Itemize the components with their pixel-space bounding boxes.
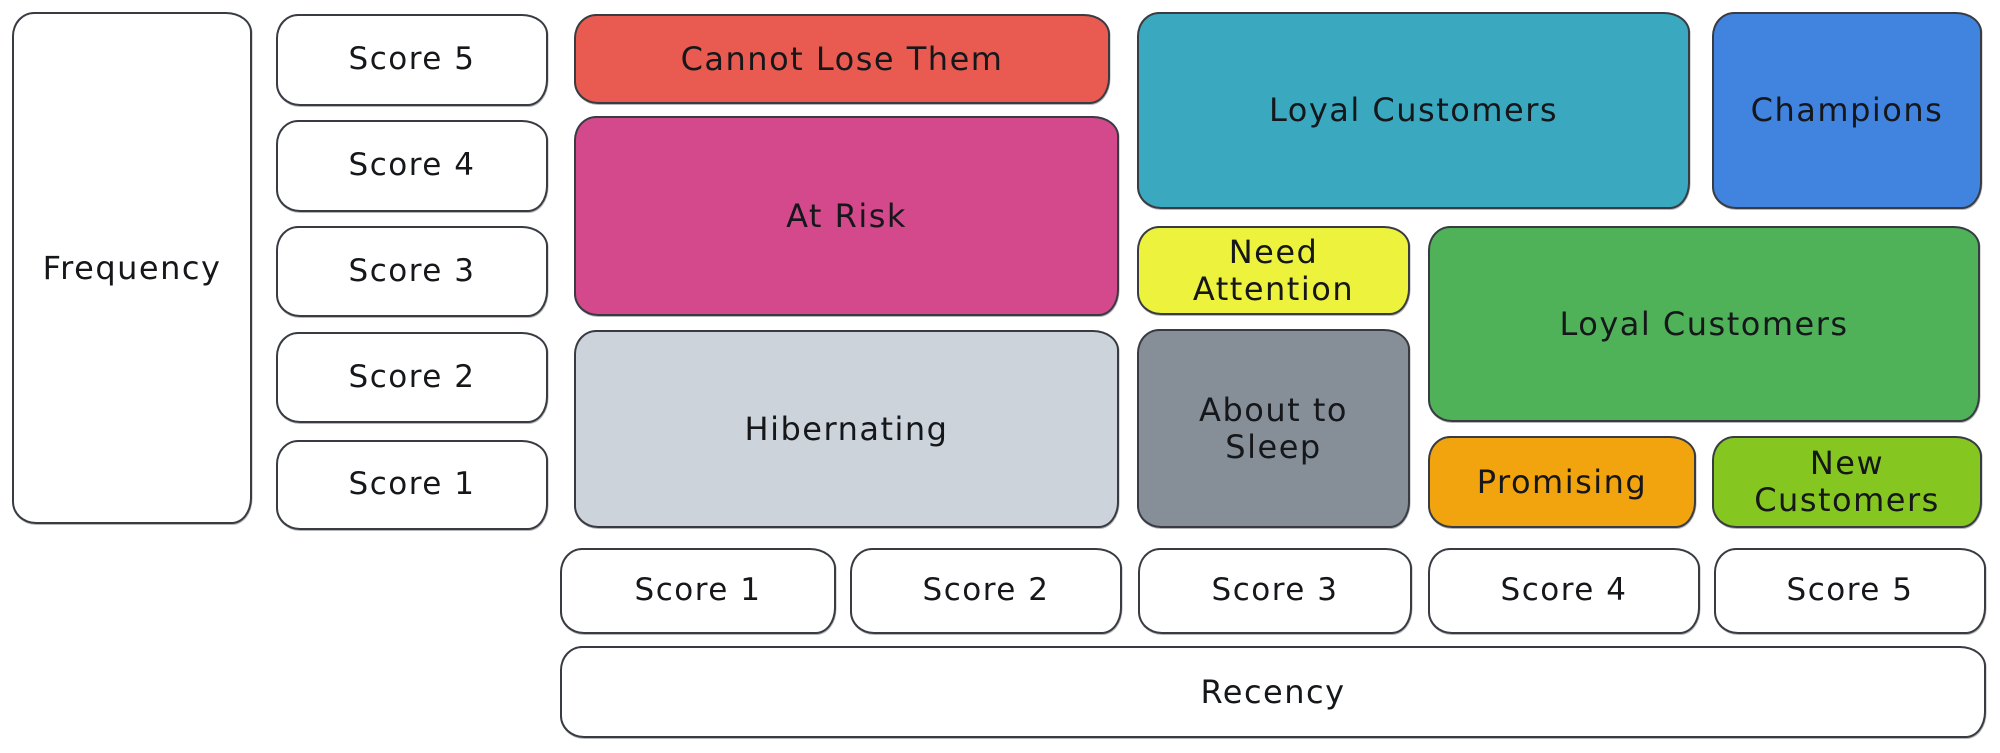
recency-score-4-box: Score 4	[1428, 548, 1700, 634]
recency-score-1-box: Score 1	[560, 548, 836, 634]
segment-new-customers: New Customers	[1712, 436, 1982, 528]
recency-axis-box: Recency	[560, 646, 1986, 738]
frequency-score-3-label: Score 3	[348, 252, 476, 289]
segment-loyal-customers-top: Loyal Customers	[1137, 12, 1690, 209]
segment-need-attention: Need Attention	[1137, 226, 1410, 315]
segment-loyal-customers-right: Loyal Customers	[1428, 226, 1980, 422]
recency-score-2-label: Score 2	[922, 572, 1050, 609]
recency-score-2-box: Score 2	[850, 548, 1122, 634]
recency-score-3-label: Score 3	[1211, 572, 1339, 609]
frequency-score-4-box: Score 4	[276, 120, 548, 212]
segment-hibernating: Hibernating	[574, 330, 1119, 528]
frequency-score-2-label: Score 2	[348, 358, 476, 395]
frequency-score-1-box: Score 1	[276, 440, 548, 530]
frequency-score-3-box: Score 3	[276, 226, 548, 317]
segment-promising: Promising	[1428, 436, 1696, 528]
segment-champions: Champions	[1712, 12, 1982, 209]
segment-cannot-lose-them-label: Cannot Lose Them	[680, 39, 1004, 78]
segment-at-risk-label: At Risk	[786, 196, 907, 235]
frequency-axis-label: Frequency	[42, 248, 222, 287]
frequency-score-5-box: Score 5	[276, 14, 548, 106]
segment-promising-label: Promising	[1476, 462, 1648, 501]
segment-cannot-lose-them: Cannot Lose Them	[574, 14, 1110, 104]
segment-hibernating-label: Hibernating	[744, 409, 949, 448]
segment-loyal-customers-top-label: Loyal Customers	[1268, 91, 1559, 130]
segment-loyal-customers-right-label: Loyal Customers	[1559, 304, 1849, 343]
recency-score-5-label: Score 5	[1786, 572, 1914, 609]
recency-score-4-label: Score 4	[1500, 572, 1628, 609]
segment-need-attention-label: Need Attention	[1192, 232, 1355, 308]
segment-new-customers-label: New Customers	[1754, 444, 1940, 519]
frequency-score-5-label: Score 5	[348, 41, 476, 78]
recency-score-5-box: Score 5	[1714, 548, 1986, 634]
frequency-score-1-label: Score 1	[348, 466, 476, 503]
recency-score-1-label: Score 1	[634, 572, 762, 609]
segment-about-to-sleep: About to Sleep	[1137, 329, 1410, 528]
segment-about-to-sleep-label: About to Sleep	[1199, 390, 1348, 466]
recency-axis-label: Recency	[1200, 672, 1346, 711]
segment-at-risk: At Risk	[574, 116, 1119, 316]
frequency-axis-box: Frequency	[12, 12, 252, 524]
frequency-score-4-label: Score 4	[348, 147, 476, 184]
segment-champions-label: Champions	[1750, 91, 1944, 130]
frequency-score-2-box: Score 2	[276, 332, 548, 423]
recency-score-3-box: Score 3	[1138, 548, 1412, 634]
